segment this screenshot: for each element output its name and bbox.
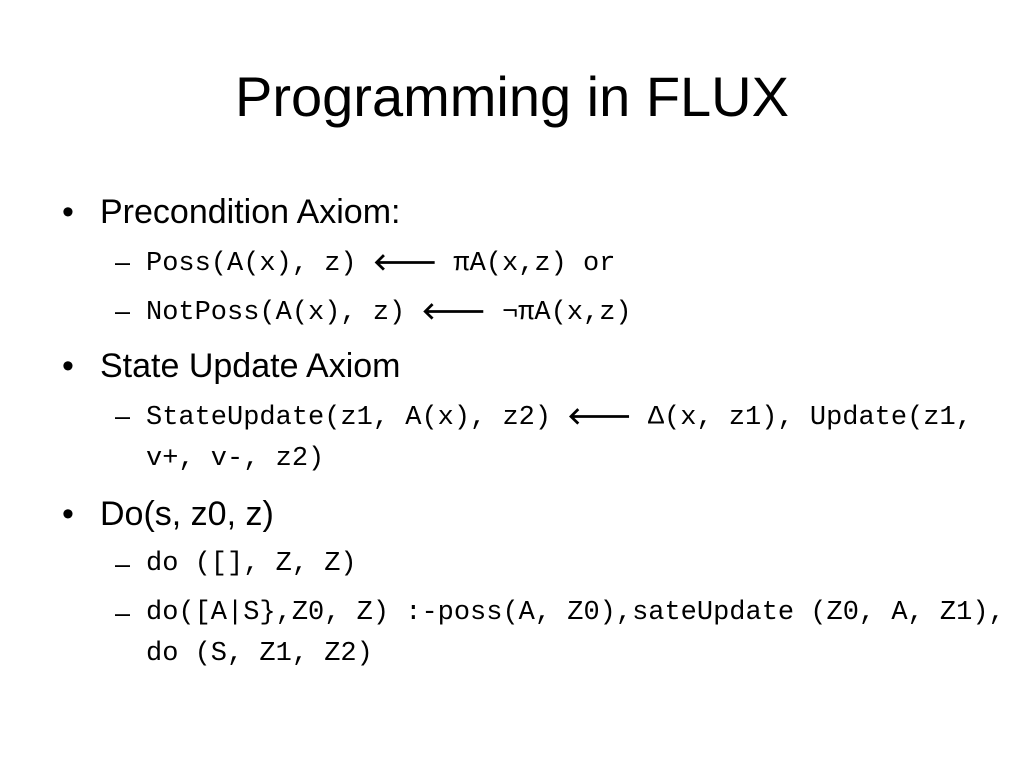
sub-item-do-recursive: – do([A|S},Z0, Z) :-poss(A, Z0),sateUpda…: [115, 593, 1005, 675]
sub-item-text: do([A|S},Z0, Z) :-poss(A, Z0),sateUpdate…: [146, 598, 1021, 669]
sub-item-text: NotPoss(A(x), z) 🡐 ¬πA(x,z): [146, 291, 1005, 334]
sub-item-stateupdate: – StateUpdate(z1, A(x), z2) 🡐 Δ(x, z1), …: [115, 396, 1005, 480]
sub-item-head: StateUpdate(z1, A(x), z2): [146, 403, 568, 433]
arrow-left-icon: 🡐: [372, 248, 438, 276]
sub-item-do-base: – do ([], Z, Z): [115, 544, 1005, 585]
sub-item-notposs: – NotPoss(A(x), z) 🡐 ¬πA(x,z): [115, 291, 1005, 334]
dash-icon: –: [115, 247, 131, 277]
sub-item-tail: Δ(x, z1), Update(z1, v+, v-, z2): [146, 403, 989, 474]
bullet-icon: •: [62, 495, 74, 533]
bullet-item-do: • Do(s, z0, z): [62, 494, 274, 534]
sub-item-poss: – Poss(A(x), z) 🡐 πA(x,z) or: [115, 242, 1005, 285]
sub-item-text: Poss(A(x), z) 🡐 πA(x,z) or: [146, 242, 1005, 285]
arrow-left-icon: 🡐: [421, 297, 486, 325]
bullet-item-precondition-axiom: • Precondition Axiom:: [62, 192, 401, 232]
arrow-left-icon: 🡐: [567, 402, 632, 430]
sub-item-text: StateUpdate(z1, A(x), z2) 🡐 Δ(x, z1), Up…: [146, 396, 1005, 480]
bullet-label: Precondition Axiom:: [100, 193, 401, 231]
dash-icon: –: [115, 401, 131, 431]
bullet-label: State Update Axiom: [100, 347, 401, 385]
bullet-icon: •: [62, 347, 74, 385]
bullet-label: Do(s, z0, z): [100, 495, 274, 533]
bullet-item-state-update-axiom: • State Update Axiom: [62, 346, 401, 386]
dash-icon: –: [115, 598, 131, 628]
sub-item-tail: ¬πA(x,z): [485, 298, 632, 328]
sub-item-head: NotPoss(A(x), z): [146, 298, 422, 328]
sub-item-head: Poss(A(x), z): [146, 249, 373, 279]
dash-icon: –: [115, 549, 131, 579]
dash-icon: –: [115, 296, 131, 326]
slide-title: Programming in FLUX: [235, 65, 789, 128]
bullet-icon: •: [62, 193, 74, 231]
sub-item-tail: πA(x,z) or: [437, 249, 616, 279]
sub-item-text: do ([], Z, Z): [146, 549, 357, 579]
